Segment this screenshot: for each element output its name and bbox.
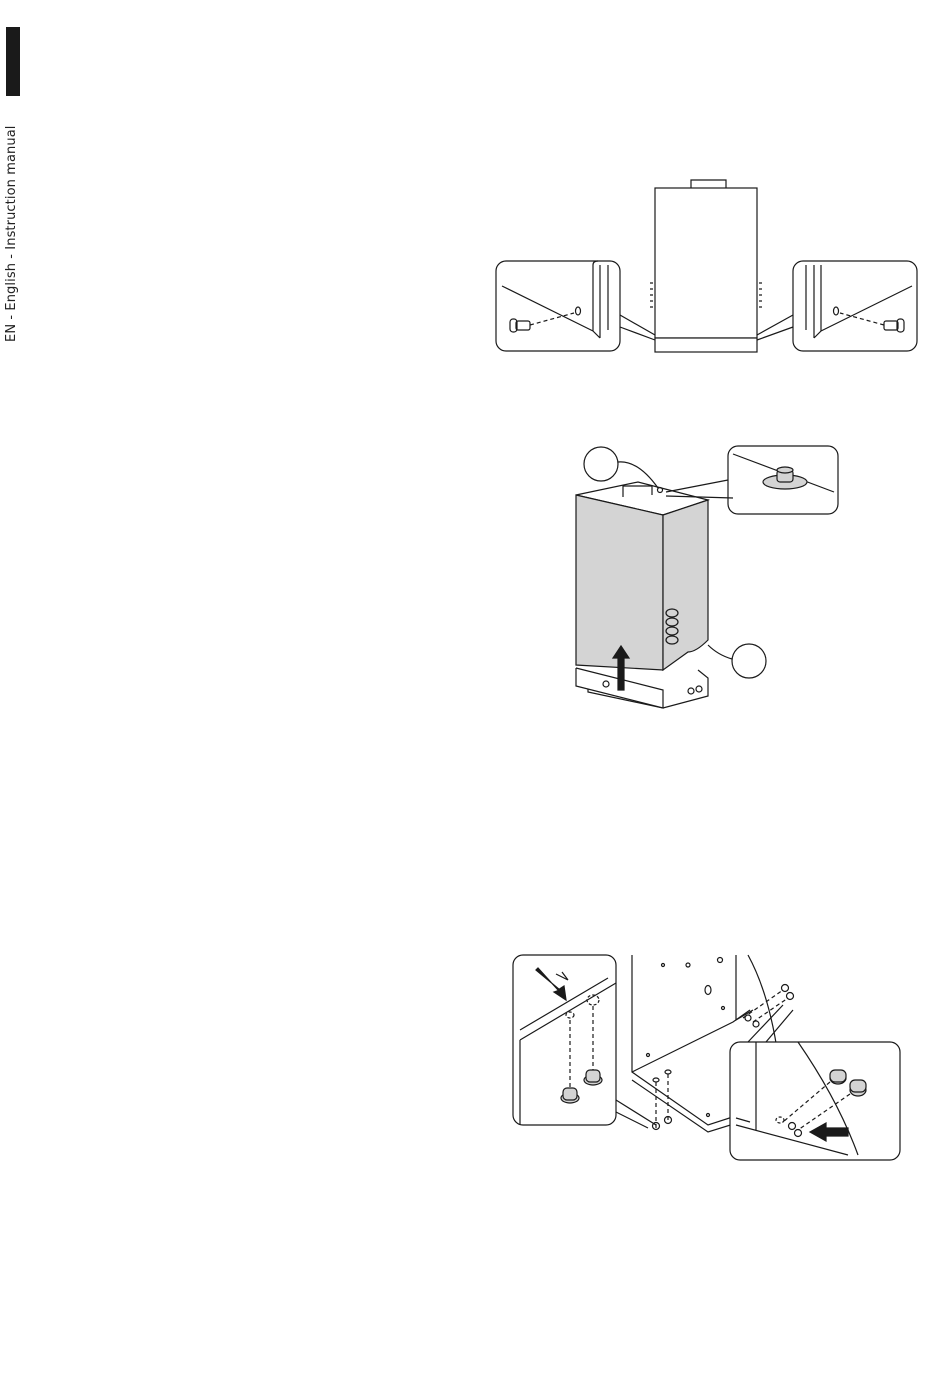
section-tab-marker xyxy=(6,27,20,96)
figure-feet-removal xyxy=(508,950,908,1165)
manual-language-label: EN - English - Instruction manual xyxy=(4,126,19,343)
figure-cover-screws xyxy=(490,175,925,360)
figure-cover-lift xyxy=(568,440,843,715)
